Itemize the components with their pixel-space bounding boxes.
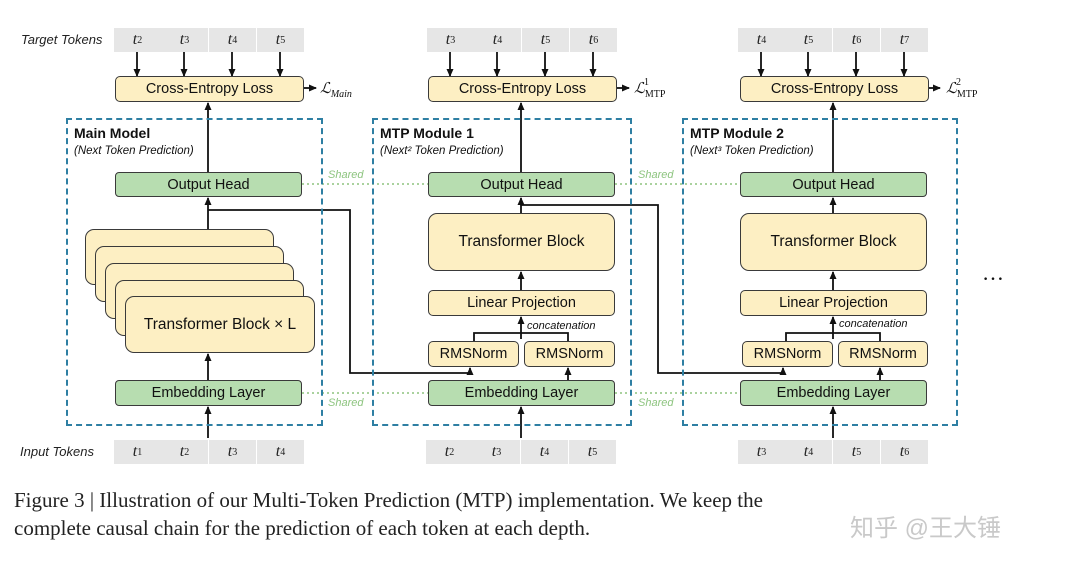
target-tokens-label: Target Tokens: [21, 32, 103, 47]
ellipsis: …: [982, 260, 1004, 285]
embedding-layer-box: Embedding Layer: [740, 380, 927, 406]
main-model-subtitle: (Next Token Prediction): [74, 145, 194, 157]
cross-entropy-loss-box: Cross-Entropy Loss: [740, 76, 929, 102]
output-head-box: Output Head: [115, 172, 302, 197]
arrow: [473, 332, 569, 341]
arrow: [785, 332, 881, 341]
arrow: [521, 204, 787, 375]
linear-projection-box: Linear Projection: [740, 290, 927, 316]
caption-line-1: Figure 3 | Illustration of our Multi-Tok…: [14, 488, 763, 512]
cross-entropy-loss-box: Cross-Entropy Loss: [428, 76, 617, 102]
mtp-module-1-title: MTP Module 1: [380, 125, 474, 141]
output-head-box: Output Head: [428, 172, 615, 197]
rmsnorm-box: RMSNorm: [524, 341, 615, 367]
shared-label: Shared: [328, 397, 364, 409]
embedding-layer-box: Embedding Layer: [428, 380, 615, 406]
mtp-module-1-subtitle: (Next² Token Prediction): [380, 145, 504, 157]
shared-label: Shared: [328, 169, 364, 181]
rmsnorm-box: RMSNorm: [428, 341, 519, 367]
embedding-layer-box: Embedding Layer: [115, 380, 302, 406]
watermark: 知乎 @王大锤: [850, 515, 1002, 542]
arrow: [208, 209, 474, 375]
transformer-block-main: Transformer Block × L: [125, 296, 315, 353]
rmsnorm-box: RMSNorm: [838, 341, 928, 367]
mtp-module-2-subtitle: (Next³ Token Prediction): [690, 145, 814, 157]
caption-line-2: complete causal chain for the prediction…: [14, 516, 591, 540]
shared-label: Shared: [638, 169, 674, 181]
concatenation-label: concatenation: [839, 318, 908, 330]
rmsnorm-box: RMSNorm: [742, 341, 833, 367]
linear-projection-box: Linear Projection: [428, 290, 615, 316]
output-head-box: Output Head: [740, 172, 927, 197]
main-model-title: Main Model: [74, 125, 151, 141]
transformer-block: Transformer Block: [740, 213, 927, 271]
main-model-frame: [66, 118, 323, 426]
shared-label: Shared: [638, 397, 674, 409]
loss-main-symbol: ℒMain: [320, 81, 352, 100]
transformer-block: Transformer Block: [428, 213, 615, 271]
cross-entropy-loss-box: Cross-Entropy Loss: [115, 76, 304, 102]
mtp-module-2-title: MTP Module 2: [690, 125, 784, 141]
mtp-module-2-frame: [682, 118, 958, 426]
input-tokens-label: Input Tokens: [20, 444, 94, 459]
concatenation-label: concatenation: [527, 320, 596, 332]
mtp-module-1-frame: [372, 118, 632, 426]
